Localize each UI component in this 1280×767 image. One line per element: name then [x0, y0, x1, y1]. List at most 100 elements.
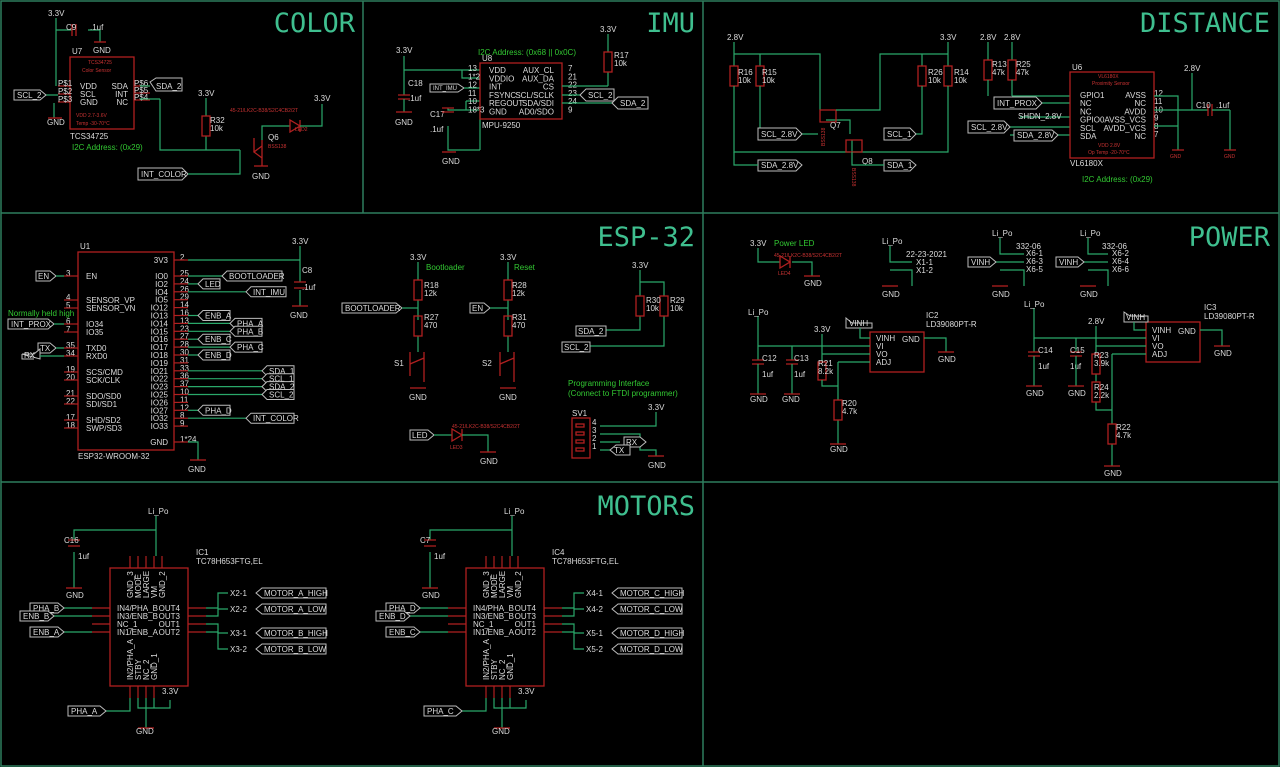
- bulk-cap-label: C7: [420, 536, 431, 545]
- pin-name: IO22: [151, 375, 169, 384]
- pin-name: SCL: [1080, 124, 1096, 133]
- ic2-part: LD39080PT-R: [926, 320, 977, 329]
- ic3-regulator: [1145, 321, 1201, 363]
- gnd-label: GND: [409, 393, 427, 402]
- led2-label: LED2: [295, 127, 308, 133]
- int-color-label: INT_COLOR: [137, 167, 189, 181]
- programming-note: Programming Interface: [568, 379, 650, 388]
- input-label-shape: [19, 610, 55, 622]
- pin-name: ADJ: [1152, 350, 1167, 359]
- u6-spec2: Op Temp -20-70°C: [1088, 150, 1130, 156]
- pin-name: OUT4: [515, 604, 537, 613]
- pin-name: SWP/SD3: [86, 424, 123, 433]
- vinh-text-3: VINH: [849, 319, 868, 328]
- pin-name: VO: [876, 350, 888, 359]
- pin-number: 4: [66, 293, 71, 302]
- u7-spec1: VDD 2.7-3.6V: [76, 113, 108, 119]
- connector-pin: X2-1: [230, 589, 247, 598]
- pin-number: 2: [180, 253, 185, 262]
- pin-number: 21: [568, 72, 577, 81]
- c14-value: 1uf: [1038, 362, 1050, 371]
- pin-name: GND_2: [514, 571, 523, 598]
- r16-value: 10k: [738, 76, 752, 85]
- pin-number: 12: [1154, 89, 1163, 98]
- pin-name: LARGE: [142, 571, 151, 598]
- gnd-label: GND: [422, 591, 440, 600]
- int-color-text: INT_COLOR: [141, 170, 187, 179]
- pin-name: REGOUT: [489, 99, 523, 108]
- connector-pin: X2-2: [230, 605, 247, 614]
- pin-name: IO12: [151, 304, 169, 313]
- supply-label: 3.3V: [314, 94, 331, 103]
- pin-name: IO13: [151, 312, 169, 321]
- output-wire: [206, 592, 228, 609]
- pin-number: 29: [180, 293, 189, 302]
- connector-pin: X4-1: [586, 589, 603, 598]
- u1-part: ESP32-WROOM-32: [78, 452, 150, 461]
- supply-label: 3.3V: [396, 46, 413, 55]
- driver-part: TC78H653FTG,EL: [196, 557, 263, 566]
- u7-spec2: Temp -30-70°C: [76, 121, 110, 127]
- q6-part: BSS138: [268, 144, 287, 150]
- pin-name: AVDD: [1124, 107, 1146, 116]
- pin-name: SENSOR_VP: [86, 296, 135, 305]
- pin-number: 31: [180, 356, 189, 365]
- gnd-label: GND: [47, 118, 65, 127]
- output-wire: [206, 608, 228, 617]
- connector-pin: X5-2: [586, 645, 603, 654]
- gnd-label: GND: [750, 395, 768, 404]
- output-wire: [562, 631, 584, 650]
- pha-label-text: PHA_A: [71, 707, 98, 716]
- bootloader-net-label: BOOTLOADER: [341, 302, 403, 314]
- net-label-text: BOOTLOADER: [229, 272, 285, 281]
- pin-name: GND_1: [506, 653, 515, 680]
- pin-name: STBY: [134, 658, 143, 680]
- imu-i2c-note: I2C Address: (0x68 || 0x0C): [478, 48, 576, 57]
- scl-28-label: SCL_2.8V: [757, 127, 803, 141]
- net-label-text: SDA_1: [269, 367, 295, 376]
- sda-28-text-2: SDA_2.8V: [1017, 131, 1055, 140]
- scl-label-text: SCL_2: [17, 91, 42, 100]
- output-label-text: MOTOR_D_LOW: [620, 645, 683, 654]
- led-net-text: LED: [412, 431, 428, 440]
- pin-name: NC: [1080, 99, 1092, 108]
- pin-name: OUT4: [159, 604, 181, 613]
- input-label-text: ENB_D: [379, 612, 406, 621]
- u6-ref: U6: [1072, 63, 1083, 72]
- pin-name: MODE: [490, 574, 499, 598]
- net-label-text: SDA_2: [269, 383, 295, 392]
- net-label-shape: [197, 404, 231, 416]
- sda-1-text: SDA_1: [887, 161, 913, 170]
- en-net-text: EN: [472, 304, 483, 313]
- pin-name: IO15: [151, 327, 169, 336]
- c18-value: .1uf: [408, 94, 422, 103]
- imu-scl-label: SCL_2: [579, 88, 615, 102]
- x6-pin: X6-1: [1026, 249, 1043, 258]
- en-text: EN: [38, 272, 49, 281]
- supply-label: 2.8V: [980, 33, 997, 42]
- supply-label: 2.8V: [727, 33, 744, 42]
- pin-name: IO32: [151, 414, 169, 423]
- pin-number: 1*2: [468, 72, 481, 81]
- pin-name: VDDIO: [489, 74, 514, 83]
- pin-number: 10: [468, 97, 477, 106]
- ic3-ref: IC3: [1204, 303, 1217, 312]
- r20-value: 4.7k: [842, 407, 858, 416]
- pin-name: VI: [1152, 334, 1160, 343]
- u7-part: TCS34725: [70, 132, 109, 141]
- pin-name: GPIO0: [1080, 116, 1105, 125]
- output-label-shape: [255, 587, 327, 599]
- sda2-net-label: SDA_2: [575, 325, 607, 337]
- int-prox-text: INT_PROX: [997, 99, 1038, 108]
- pin-name: SCL/SCLK: [515, 91, 554, 100]
- pin-name: OUT1: [515, 620, 537, 629]
- pin-name: NC_2: [498, 659, 507, 680]
- pin-name: SCL: [80, 90, 96, 99]
- c12-value: 1uf: [762, 370, 774, 379]
- led4-label: LED4: [778, 271, 791, 277]
- gnd-label: GND: [66, 591, 84, 600]
- lipo-label: Li_Po: [882, 237, 903, 246]
- connector-pin: X5-1: [586, 629, 603, 638]
